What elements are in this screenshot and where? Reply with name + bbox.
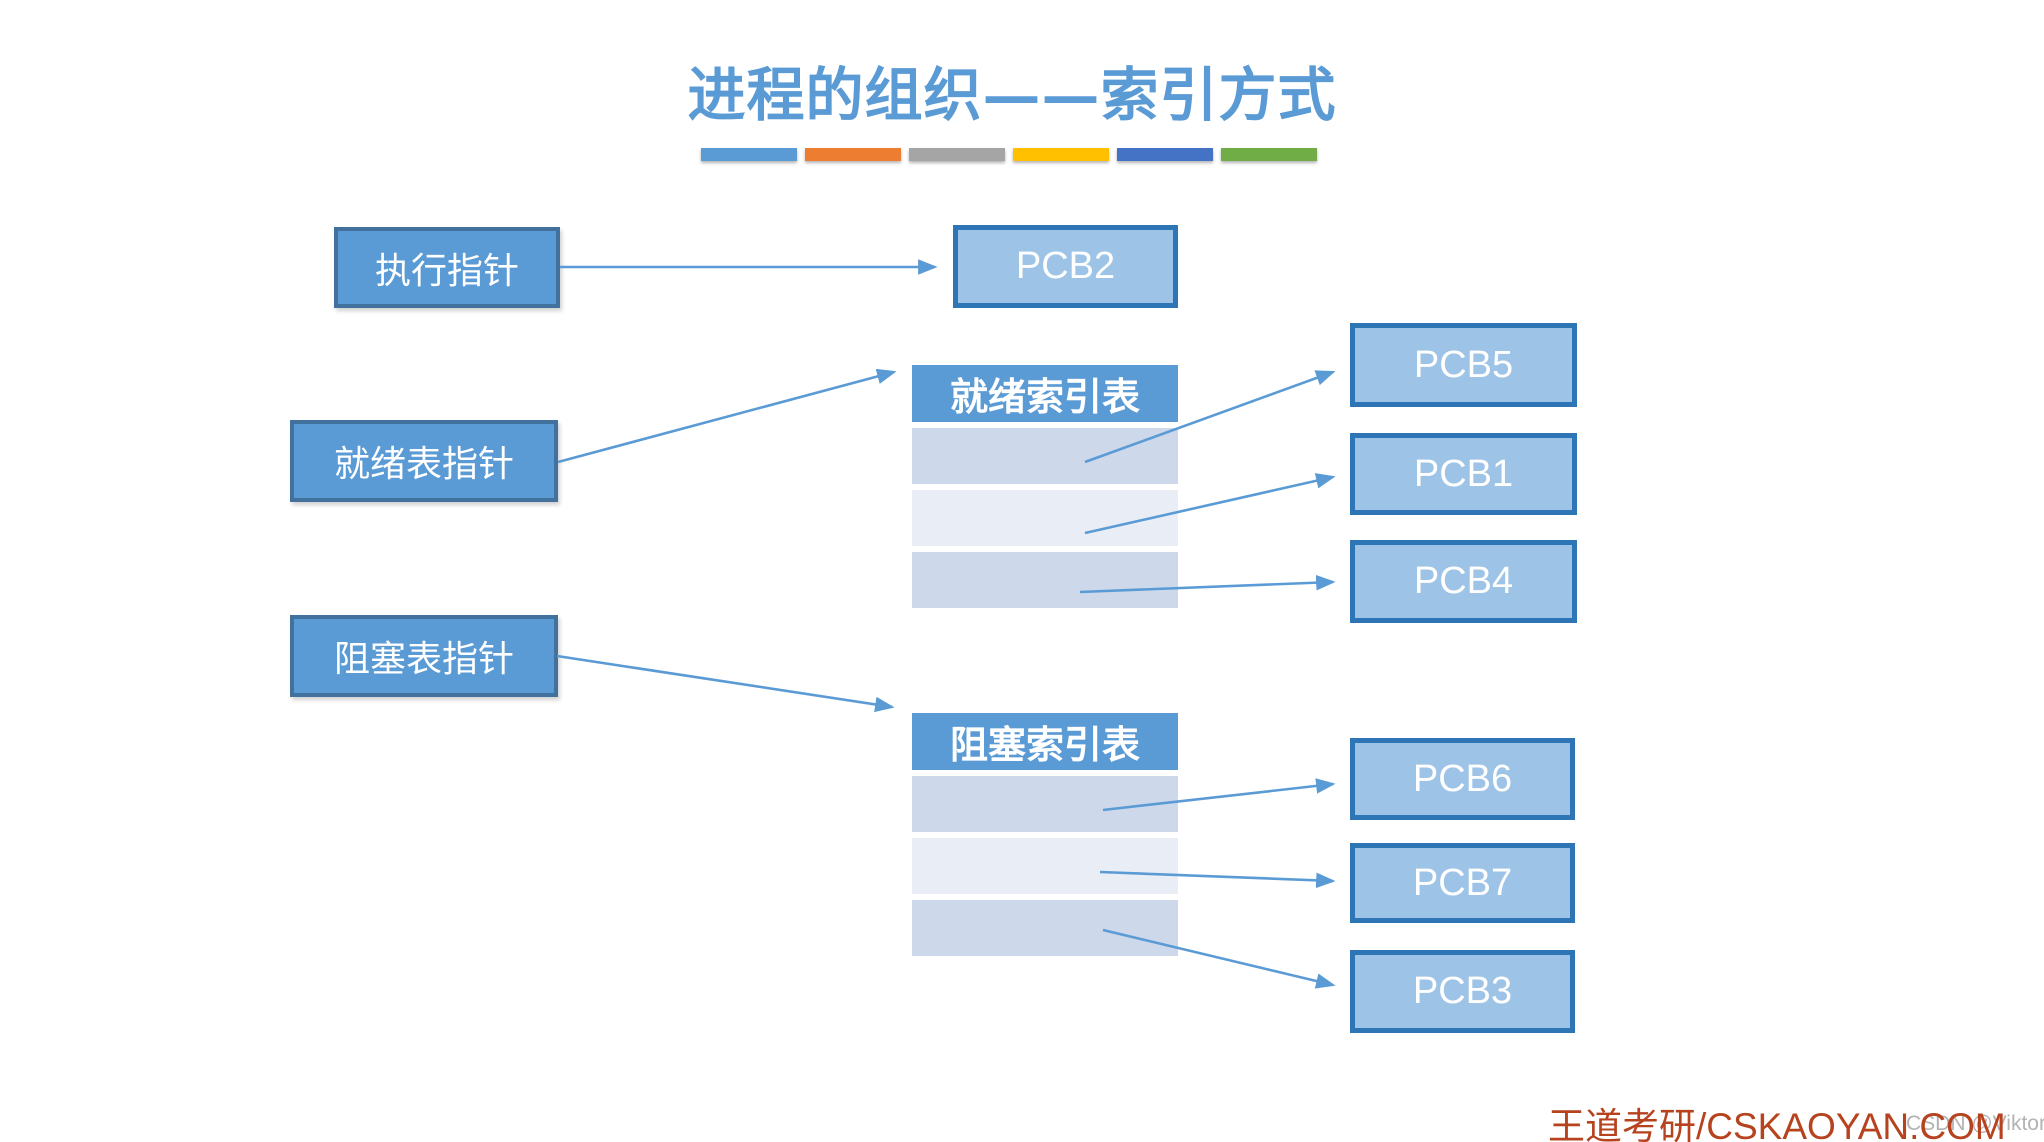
ready-index-table-header: 就绪索引表 bbox=[912, 365, 1178, 422]
bar-green bbox=[1221, 148, 1317, 161]
bar-orange bbox=[805, 148, 901, 161]
exec-pointer-label: 执行指针 bbox=[374, 250, 519, 292]
bar-gray bbox=[909, 148, 1005, 161]
ready-index-row-2 bbox=[912, 490, 1178, 546]
ready-index-table: 就绪索引表 bbox=[912, 365, 1178, 608]
bar-dark-blue bbox=[1117, 148, 1213, 161]
blocked-index-table-header: 阻塞索引表 bbox=[912, 713, 1178, 770]
blocked-index-row-2 bbox=[912, 838, 1178, 894]
arrow-ready-pointer-to-ready-table bbox=[557, 368, 897, 464]
pcb-box-pcb6: PCB6 bbox=[1350, 738, 1575, 820]
exec-pointer-box: 执行指针 bbox=[334, 227, 560, 308]
blocked-pointer-label: 阻塞表指针 bbox=[333, 639, 514, 680]
blocked-index-table: 阻塞索引表 bbox=[912, 713, 1178, 956]
arrow-blocked-pointer-to-blocked-table bbox=[556, 654, 895, 713]
pcb5-label: PCB5 bbox=[1413, 343, 1514, 386]
blocked-pointer-box: 阻塞表指针 bbox=[290, 615, 558, 697]
pcb-box-pcb1: PCB1 bbox=[1350, 433, 1577, 515]
bar-blue bbox=[701, 148, 797, 161]
ready-index-row-1 bbox=[912, 428, 1178, 484]
pcb-box-pcb4: PCB4 bbox=[1350, 540, 1577, 623]
pcb-box-pcb5: PCB5 bbox=[1350, 323, 1577, 407]
ready-index-row-3 bbox=[912, 552, 1178, 608]
pcb-box-pcb7: PCB7 bbox=[1350, 843, 1575, 923]
pcb2-label: PCB2 bbox=[1015, 245, 1116, 287]
pcb3-label: PCB3 bbox=[1412, 970, 1513, 1012]
pcb6-label: PCB6 bbox=[1412, 757, 1513, 800]
pcb-box-pcb2: PCB2 bbox=[953, 225, 1178, 308]
page-title: 进程的组织——索引方式 bbox=[687, 61, 1337, 129]
blocked-index-row-1 bbox=[912, 776, 1178, 832]
pcb-box-pcb3: PCB3 bbox=[1350, 950, 1575, 1033]
bar-yellow bbox=[1013, 148, 1109, 161]
ready-pointer-label: 就绪表指针 bbox=[333, 444, 514, 485]
accent-bars bbox=[701, 148, 1317, 161]
ready-pointer-box: 就绪表指针 bbox=[290, 420, 558, 502]
pcb1-label: PCB1 bbox=[1413, 452, 1514, 495]
brand-text: 王道考研/CSKAOYAN.COM bbox=[1548, 1106, 2006, 1142]
blocked-index-row-3 bbox=[912, 900, 1178, 956]
pcb7-label: PCB7 bbox=[1412, 861, 1513, 904]
pcb4-label: PCB4 bbox=[1413, 560, 1514, 602]
csdn-watermark: CSDN @Viktoriae bbox=[1906, 1112, 2044, 1135]
